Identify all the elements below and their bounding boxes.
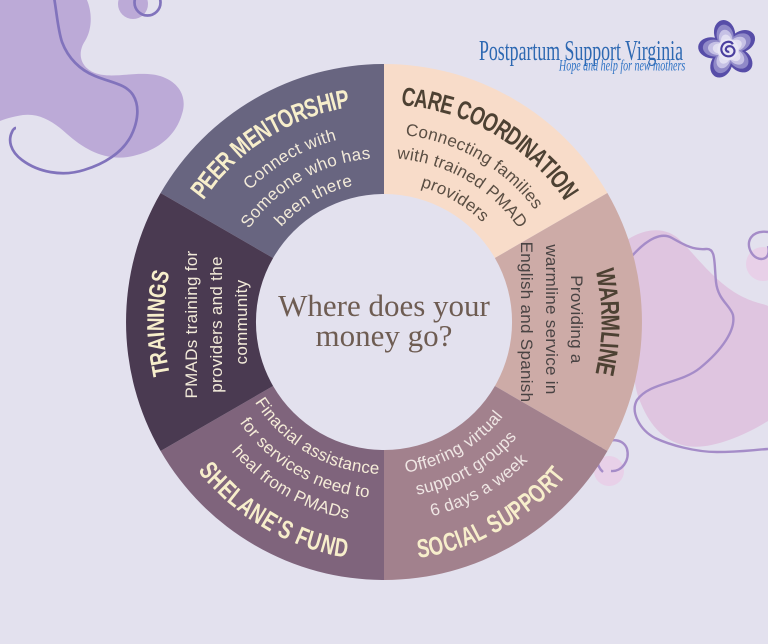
svg-text:S: S: [415, 532, 431, 563]
svg-text:A: A: [413, 83, 430, 114]
svg-text:M: M: [596, 314, 626, 331]
svg-text:T: T: [147, 363, 175, 379]
svg-text:S: S: [146, 267, 175, 286]
svg-text:R: R: [595, 300, 625, 316]
svg-text:N: N: [143, 297, 171, 313]
svg-text:I: I: [143, 331, 170, 338]
svg-text:D: D: [333, 532, 351, 563]
svg-text:Providing a warmline ser: Providing a warmline service in English …: [517, 242, 586, 403]
svg-text:H: H: [314, 87, 334, 119]
svg-text:W: W: [590, 266, 622, 289]
svg-text:N: N: [142, 317, 169, 331]
svg-text:A: A: [593, 284, 624, 303]
svg-text:A: A: [143, 336, 171, 351]
svg-text:N: N: [592, 347, 623, 366]
svg-text:P: P: [333, 84, 351, 115]
svg-text:I: I: [595, 342, 625, 349]
svg-text:Where does your: Where does your: [278, 288, 490, 323]
svg-text:money go?: money go?: [316, 318, 453, 353]
svg-text:Postpartum Support Virginia: Postpartum Support Virginia: [479, 36, 683, 67]
svg-text:E: E: [590, 360, 621, 379]
svg-text:G: G: [144, 282, 172, 300]
svg-text:R: R: [144, 349, 173, 368]
svg-text:PMADs training for provi: PMADs training for providers and the com…: [182, 245, 251, 398]
svg-text:L: L: [595, 330, 625, 345]
svg-text:Hope and help for new mothers: Hope and help for new mothers: [558, 56, 685, 74]
svg-text:I: I: [143, 312, 170, 318]
svg-text:C: C: [400, 81, 418, 113]
